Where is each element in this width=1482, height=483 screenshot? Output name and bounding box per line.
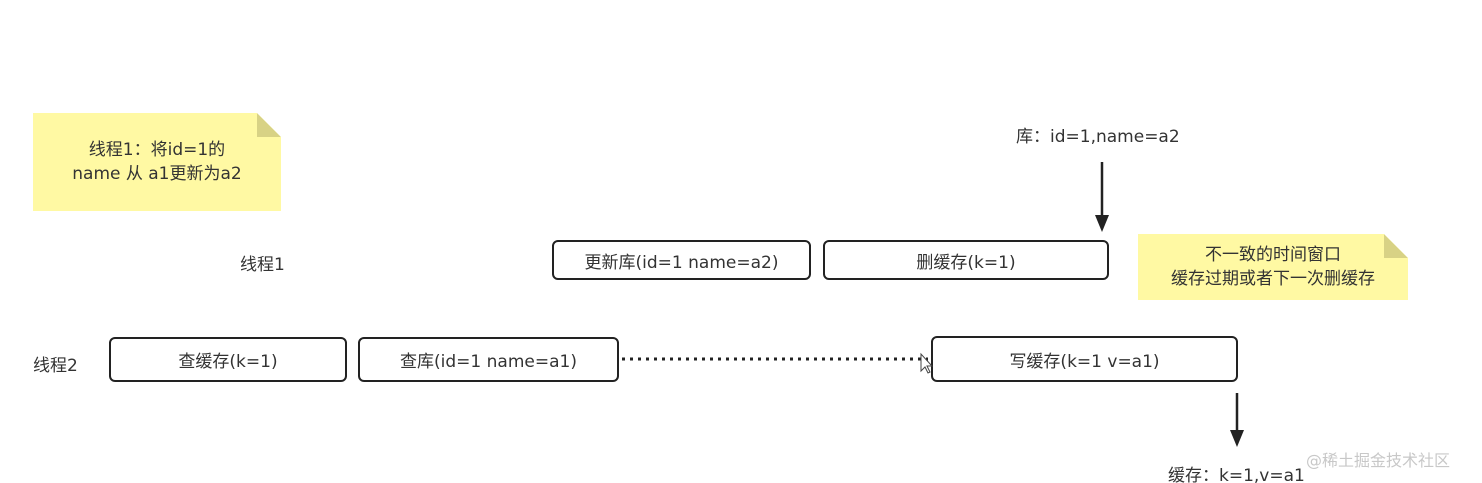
query-db-step: 查库(id=1 name=a1) — [358, 337, 619, 382]
thread1-lane-label: 线程1 — [240, 255, 285, 275]
window-note-line2: 缓存过期或者下一次删缓存 — [1171, 269, 1375, 289]
thread2-lane-label: 线程2 — [33, 356, 78, 376]
db-state-arrow — [1095, 162, 1109, 232]
inconsistency-window-note: 不一致的时间窗口 缓存过期或者下一次删缓存 — [1138, 234, 1408, 300]
write-cache-step: 写缓存(k=1 v=a1) — [931, 336, 1238, 382]
watermark-text: @稀土掘金技术社区 — [1306, 451, 1451, 470]
query-cache-step: 查缓存(k=1) — [109, 337, 347, 382]
thread1-description-note: 线程1：将id=1的 name 从 a1更新为a2 — [33, 113, 281, 211]
cache-state-arrow — [1230, 393, 1244, 447]
update-db-step: 更新库(id=1 name=a2) — [552, 240, 811, 280]
note-fold-corner — [257, 113, 281, 137]
note-fold-corner — [1384, 234, 1408, 258]
db-state-label: 库：id=1,name=a2 — [1016, 127, 1180, 147]
delete-cache-step: 删缓存(k=1) — [823, 240, 1109, 280]
window-note-line1: 不一致的时间窗口 — [1205, 245, 1341, 265]
thread1-note-line1: 线程1：将id=1的 — [88, 140, 226, 160]
cache-state-label: 缓存：k=1,v=a1 — [1168, 466, 1305, 483]
thread1-note-line2: name 从 a1更新为a2 — [72, 164, 242, 184]
